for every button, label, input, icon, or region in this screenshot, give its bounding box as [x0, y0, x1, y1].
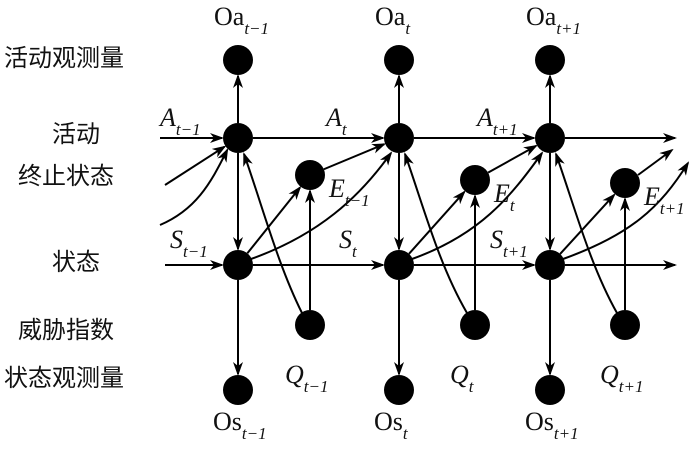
row-label-activity-line1: 活动 [52, 120, 100, 148]
label-E-0: Et−1 [328, 174, 370, 210]
label-Q-2: Qt+1 [600, 360, 643, 396]
node-A-1 [384, 123, 414, 153]
row-label-state: 状态 [52, 248, 100, 276]
label-S-1: St [339, 225, 358, 261]
label-Q-0: Qt−1 [285, 360, 328, 396]
node-E-1 [460, 165, 490, 195]
label-Os-1: Ost [374, 407, 409, 443]
edge-S-to-A-next-2 [562, 161, 690, 260]
label-E-2: Et+1 [643, 182, 685, 218]
edge-S-to-E-1 [408, 190, 466, 255]
node-E-2 [610, 168, 640, 198]
label-Os-2: Ost+1 [525, 407, 579, 443]
node-Oa-0 [223, 45, 253, 75]
label-S-2: St+1 [490, 225, 528, 261]
node-Os-1 [384, 375, 414, 405]
node-Q-1 [460, 310, 490, 340]
node-E-0 [295, 160, 325, 190]
edge-E-to-A-next-1 [487, 144, 538, 174]
node-S-2 [535, 250, 565, 280]
label-Q-1: Qt [450, 360, 475, 396]
row-label-state-observation: 状态观测量 [4, 364, 124, 392]
label-Os-0: Ost−1 [213, 407, 267, 443]
node-Oa-2 [535, 45, 565, 75]
edge-S-to-A-next-0 [250, 151, 393, 260]
node-A-0 [223, 123, 253, 153]
row-label-threat-index: 威胁指数 [18, 316, 114, 344]
edge-Q-to-A-1 [404, 152, 468, 314]
node-Os-0 [223, 375, 253, 405]
edge-Q-to-A-0 [243, 152, 303, 314]
label-A-2: At+1 [475, 103, 518, 139]
node-Oa-1 [384, 45, 414, 75]
edge-into-A-first-from-E-prev [164, 145, 227, 186]
node-A-2 [535, 123, 565, 153]
label-Oa-0: Oat−1 [214, 2, 269, 38]
node-Os-2 [535, 375, 565, 405]
edge-Q-to-A-2 [555, 152, 618, 314]
edge-E-to-A-next-2 [637, 148, 674, 176]
node-Q-0 [295, 310, 325, 340]
label-Oa-2: Oat+1 [526, 2, 581, 38]
row-label-termination-state: 终止状态 [18, 162, 114, 190]
label-A-0: At−1 [158, 103, 201, 139]
edge-E-to-A-next-0 [323, 143, 387, 171]
label-E-1: Et [493, 179, 516, 215]
edge-S-to-A-next-1 [411, 151, 544, 260]
label-S-0: St−1 [170, 225, 208, 261]
row-label-activity-observation: 活动观测量 [4, 44, 124, 72]
node-S-1 [384, 250, 414, 280]
node-Q-2 [610, 310, 640, 340]
node-S-0 [223, 250, 253, 280]
edge-S-to-E-2 [559, 193, 616, 255]
label-Oa-1: Oat [375, 2, 411, 38]
label-A-1: At [324, 103, 348, 139]
edge-S-to-E-0 [246, 185, 302, 254]
edge-into-A-first-from-S-prev [159, 148, 229, 226]
